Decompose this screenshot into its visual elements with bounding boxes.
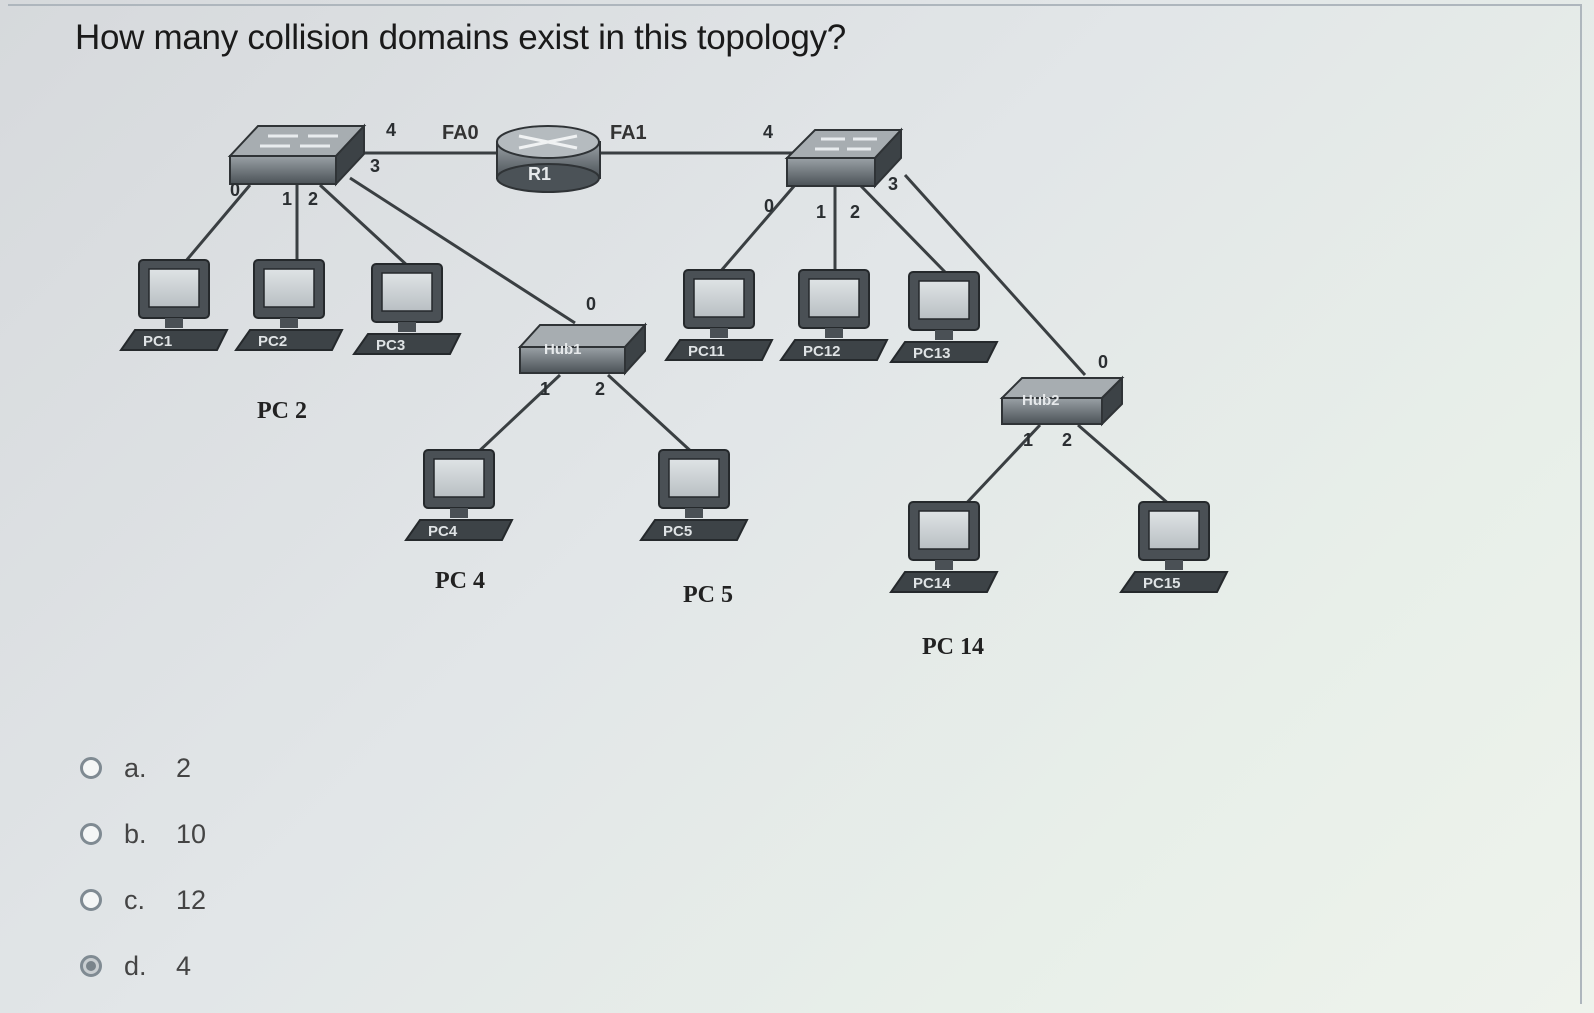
pc-4-icon: PC4 [404, 449, 514, 541]
radio-a[interactable] [80, 757, 102, 779]
hub-1-icon [517, 322, 648, 376]
option-a-value: 2 [176, 752, 192, 783]
hub-2-label: Hub2 [1022, 392, 1060, 409]
sw1-port-2: 2 [308, 189, 318, 209]
sw1-port-0: 0 [230, 180, 240, 200]
annotation-pc14: PC 14 [922, 634, 984, 660]
cable-sw2-pc11 [718, 184, 797, 273]
hub1-port-0: 0 [586, 294, 596, 314]
router-port-fa1: FA1 [610, 122, 647, 144]
cable-sw1-hub1 [349, 176, 576, 325]
option-d-letter: d. [124, 950, 147, 981]
pc-1-label: PC1 [143, 333, 172, 350]
hub-2-icon [999, 375, 1125, 427]
pc-2-icon: PC2 [234, 259, 344, 351]
answer-options: a. 2 b. 10 c. 12 d. 4 [80, 735, 206, 999]
cable-sw2-hub2 [903, 173, 1087, 377]
router-icon [496, 125, 601, 193]
pc-9-label: PC14 [913, 575, 951, 592]
sw2-port-1: 1 [816, 202, 826, 222]
option-c-letter: c. [124, 884, 146, 915]
pc-6-icon: PC11 [664, 269, 774, 361]
option-b-letter: b. [124, 818, 147, 849]
pc-10-icon: PC15 [1119, 501, 1229, 593]
pc-3-icon: PC3 [352, 263, 462, 355]
pc-5-icon: PC5 [639, 449, 749, 541]
radio-d[interactable] [80, 955, 102, 977]
router-label: R1 [528, 164, 551, 184]
question-text: How many collision domains exist in this… [75, 18, 846, 57]
cable-hub1-pc5 [606, 373, 697, 457]
hub2-port-2: 2 [1062, 430, 1072, 450]
option-a-letter: a. [124, 752, 147, 783]
pc-2-label: PC2 [258, 333, 287, 350]
question-frame [8, 4, 1582, 1004]
hub2-port-1: 1 [1023, 430, 1033, 450]
cable-sw1-pc3 [318, 183, 412, 270]
switch-1-icon [227, 123, 367, 187]
switch-2-icon [784, 127, 904, 189]
option-c[interactable]: c. 12 [80, 867, 206, 933]
annotation-pc5: PC 5 [683, 582, 733, 608]
option-a[interactable]: a. 2 [80, 735, 206, 801]
radio-c[interactable] [80, 889, 102, 911]
pc-4-label: PC4 [428, 523, 458, 540]
pc-7-icon: PC12 [779, 269, 889, 361]
cables [178, 151, 1171, 512]
pc-8-icon: PC13 [889, 271, 999, 363]
cable-hub2-pc15 [1077, 423, 1171, 507]
pc-6-label: PC11 [688, 343, 725, 360]
cable-sw2-pc13 [858, 183, 947, 274]
option-d[interactable]: d. 4 [80, 933, 206, 999]
cable-hub2-pc14 [958, 423, 1042, 512]
sw2-port-3: 3 [888, 174, 898, 194]
pc-3-label: PC3 [376, 337, 405, 354]
hub1-port-1: 1 [540, 379, 550, 399]
sw1-port-3: 3 [370, 156, 380, 176]
router-port-fa0: FA0 [442, 122, 479, 144]
pc-5-label: PC5 [663, 523, 692, 540]
option-b[interactable]: b. 10 [80, 801, 206, 867]
pc-9-icon: PC14 [889, 501, 999, 593]
pc-8-label: PC13 [913, 345, 951, 362]
hub2-port-0: 0 [1098, 352, 1108, 372]
annotation-pc2: PC 2 [257, 398, 307, 424]
hub1-port-2: 2 [595, 379, 605, 399]
sw2-port-4: 4 [763, 122, 773, 142]
option-c-value: 12 [176, 884, 207, 915]
cable-hub1-pc4 [473, 373, 562, 457]
hub-1-label: Hub1 [544, 341, 582, 358]
pc-1-icon: PC1 [119, 259, 229, 351]
pc-7-label: PC12 [803, 343, 841, 360]
sw1-port-4: 4 [386, 120, 396, 140]
sw1-port-1: 1 [282, 189, 292, 209]
option-b-value: 10 [176, 818, 207, 849]
sw2-port-2: 2 [850, 202, 860, 222]
cable-sw1-pc1 [178, 184, 252, 269]
pc-10-label: PC15 [1143, 575, 1181, 592]
annotation-pc4: PC 4 [435, 568, 485, 594]
option-d-value: 4 [176, 950, 192, 981]
sw2-port-0: 0 [764, 196, 774, 216]
radio-b[interactable] [80, 823, 102, 845]
